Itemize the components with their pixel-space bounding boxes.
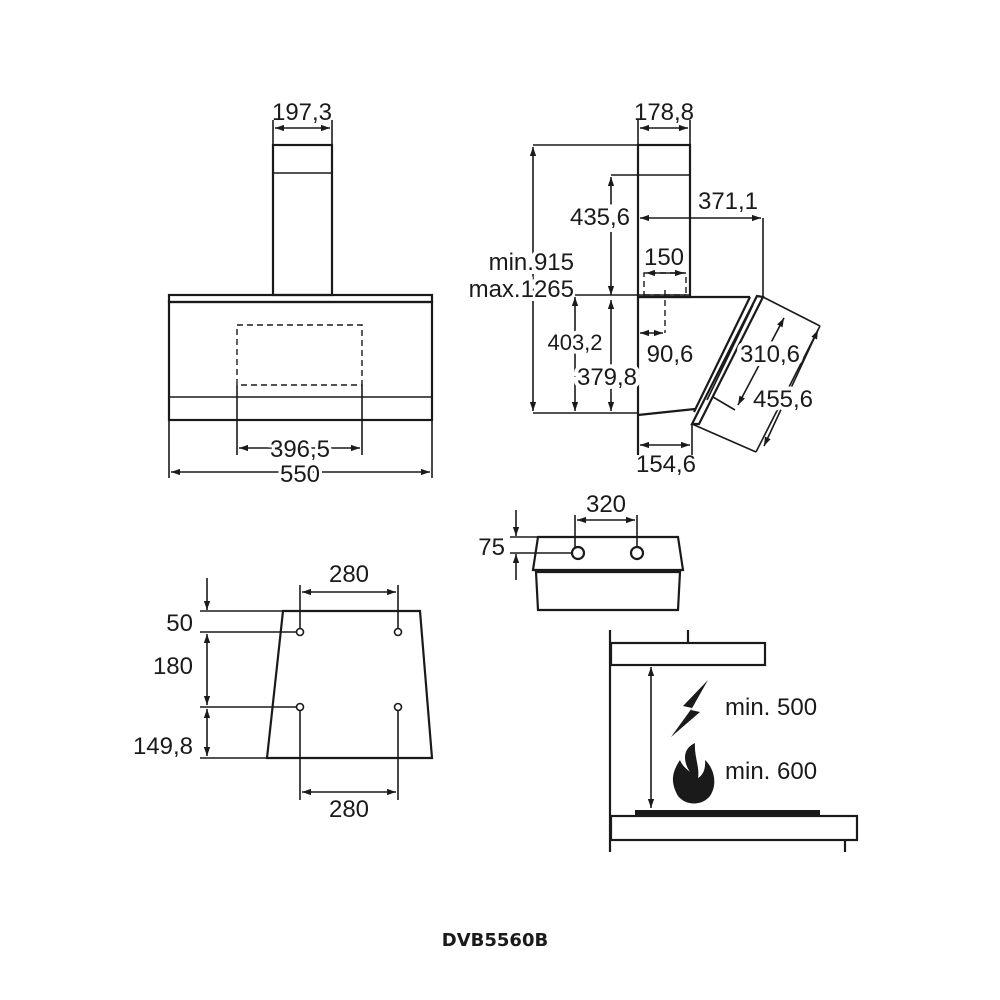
chimney-lower-label: 435,6 [570,204,630,231]
outlet-offset-label: 90,6 [647,341,694,368]
hole-spacing-label: 320 [586,491,626,518]
mounting-bracket: 320 75 [478,491,685,612]
total-height-min-label: min.915 [489,249,574,276]
bottom-depth-label: 154,6 [636,451,696,478]
model-number: DVB5560B [442,930,548,951]
outlet-width-label: 150 [644,244,684,271]
flame-icon [672,743,715,804]
electric-clearance-label: min. 500 [725,694,817,721]
glass-inner-label: 310,6 [740,341,800,368]
countertop [609,814,859,842]
cutout-width-label: 396,5 [270,436,330,463]
installation-clearance: min. 500 min. 600 [608,630,859,852]
hood-height-label: 403,2 [547,330,602,355]
side-view: 178,8 min.915 max.1265 435,6 403,2 379,8… [465,99,821,478]
front-view: 197,3 396,5 550 [167,99,434,491]
bracket-upper [531,535,685,572]
chimney-width-label: 197,3 [272,99,332,126]
wall-plate: 280 50 180 149,8 280 [133,561,434,826]
plate-outline [265,609,434,760]
hob-plate [635,810,820,816]
top-spacing-label: 280 [329,561,369,588]
vertical-spacing-label: 180 [153,653,193,680]
gas-clearance-label: min. 600 [725,758,817,785]
hood-body [167,300,434,422]
glass-length-label: 455,6 [753,386,813,413]
chimney-depth-label: 178,8 [634,99,694,126]
chimney-side [636,143,692,299]
depth-glass-label: 371,1 [698,188,758,215]
cutout-outline [236,324,363,386]
lightning-icon [671,680,708,737]
chimney [271,143,334,297]
bottom-spacing-label: 280 [329,796,369,823]
bottom-offset-label: 149,8 [133,733,193,760]
bracket-height-label: 75 [478,534,505,561]
bracket-hole [629,545,645,561]
top-offset-label: 50 [166,610,193,637]
bracket-lower [534,570,682,612]
glass-panel [690,294,765,426]
body-height-label: 379,8 [577,364,637,391]
hood-outline [609,641,767,667]
bracket-hole [570,545,586,561]
total-height-max-label: max.1265 [469,276,574,303]
total-width-label: 550 [280,461,320,488]
